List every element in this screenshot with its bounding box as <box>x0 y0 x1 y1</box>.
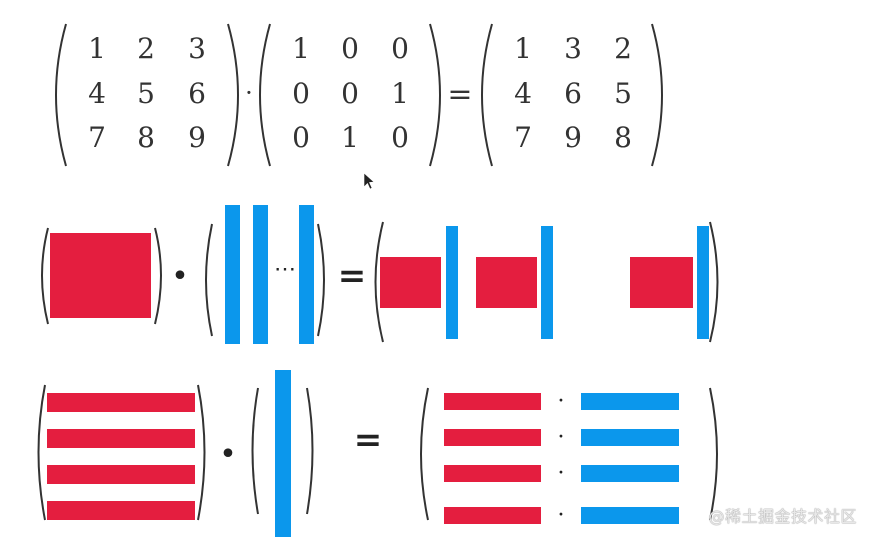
column-close-bracket <box>306 387 314 515</box>
equals-sign: = <box>447 77 472 112</box>
product-open-bracket <box>374 221 384 343</box>
red-row-3 <box>47 465 195 484</box>
matrix-cell: 2 <box>614 32 632 65</box>
product-blue-column-n <box>697 226 709 339</box>
matrix-cell: 6 <box>564 77 582 110</box>
red-matrix-block <box>50 233 151 318</box>
blue-column <box>275 370 291 537</box>
red-row-2 <box>47 429 195 448</box>
matrix-cell: 0 <box>341 32 359 65</box>
blue-column-segment-1 <box>581 393 679 410</box>
result-matrix-close-bracket <box>651 23 663 167</box>
red-row-4 <box>47 501 195 520</box>
matrix-cell: 6 <box>188 77 206 110</box>
block-matrix-open-bracket <box>41 227 49 325</box>
columns-open-bracket <box>205 223 213 337</box>
numeric-example-row: 1 2 3 4 5 6 7 8 9 · 1 0 0 0 0 1 0 1 0 = <box>55 23 663 190</box>
column-open-bracket <box>251 387 259 515</box>
matrix-cell: 9 <box>564 121 582 154</box>
result-matrix-open-bracket <box>481 23 493 167</box>
product-red-block-2 <box>476 257 537 308</box>
perm-matrix-close-bracket <box>429 23 441 167</box>
matrix-cell: 0 <box>292 77 310 110</box>
equals-sign: = <box>338 256 367 296</box>
block-matrix-close-bracket <box>154 227 162 325</box>
red-row-segment-3 <box>444 465 541 482</box>
matrix-cell: 8 <box>614 121 632 154</box>
multiply-dot: · <box>245 79 253 107</box>
matrix-cell: 0 <box>341 77 359 110</box>
product-blue-column-2 <box>541 226 553 339</box>
matrix-cell: 8 <box>137 121 155 154</box>
dot-product-dot: · <box>558 389 565 414</box>
red-row-segment-4 <box>444 507 541 524</box>
matrix-cell: 0 <box>391 121 409 154</box>
left-matrix: 1 2 3 4 5 6 7 8 9 <box>88 32 206 154</box>
matrix-cell: 0 <box>292 121 310 154</box>
column-view-row: • ⋯ = <box>41 205 719 344</box>
matrix-cell: 1 <box>514 32 532 65</box>
matrix-cell: 1 <box>391 77 409 110</box>
red-row-segment-2 <box>444 429 541 446</box>
product-red-block-n <box>630 257 693 308</box>
matrix-cell: 1 <box>88 32 106 65</box>
matrix-cell: 3 <box>564 32 582 65</box>
matrix-cell: 2 <box>137 32 155 65</box>
rows-matrix-open-bracket <box>37 384 46 521</box>
dot-product-dot: · <box>558 425 565 450</box>
matrix-cell: 1 <box>341 121 359 154</box>
blue-column-segment-2 <box>581 429 679 446</box>
product-close-bracket <box>709 221 719 343</box>
left-matrix-close-bracket <box>227 23 239 167</box>
dot-products-close-bracket <box>709 387 718 521</box>
matrix-cell: 4 <box>514 77 532 110</box>
matrix-cell: 0 <box>391 32 409 65</box>
matrix-cell: 5 <box>614 77 632 110</box>
ellipsis: ⋯ <box>274 257 296 282</box>
matrix-cell: 9 <box>188 121 206 154</box>
matrix-cell: 1 <box>292 32 310 65</box>
matrix-cell: 7 <box>88 121 106 154</box>
watermark: @稀土掘金技术社区 <box>708 507 857 526</box>
equals-sign: = <box>354 420 383 460</box>
matrix-cell: 7 <box>514 121 532 154</box>
blue-column-1 <box>225 205 240 344</box>
blue-column-n <box>299 205 314 344</box>
dot-product-dot: · <box>558 461 565 486</box>
row-view-row: • = · · · · <box>37 370 718 537</box>
result-matrix: 1 3 2 4 6 5 7 9 8 <box>514 32 632 154</box>
blue-column-2 <box>253 205 268 344</box>
multiply-dot: • <box>171 259 189 294</box>
red-row-segment-1 <box>444 393 541 410</box>
multiply-dot: • <box>219 437 237 472</box>
mouse-cursor-icon <box>363 172 375 190</box>
matrix-cell: 4 <box>88 77 106 110</box>
dot-product-dot: · <box>558 503 565 528</box>
red-row-1 <box>47 393 195 412</box>
product-red-block-1 <box>380 257 441 308</box>
left-matrix-open-bracket <box>55 23 67 167</box>
perm-matrix-open-bracket <box>259 23 271 167</box>
dot-products-open-bracket <box>420 387 429 521</box>
matrix-cell: 3 <box>188 32 206 65</box>
columns-close-bracket <box>317 223 325 337</box>
product-blue-column-1 <box>446 226 458 339</box>
blue-column-segment-4 <box>581 507 679 524</box>
blue-column-segment-3 <box>581 465 679 482</box>
matrix-cell: 5 <box>137 77 155 110</box>
rows-matrix-close-bracket <box>197 384 206 521</box>
permutation-matrix: 1 0 0 0 0 1 0 1 0 <box>292 32 409 154</box>
